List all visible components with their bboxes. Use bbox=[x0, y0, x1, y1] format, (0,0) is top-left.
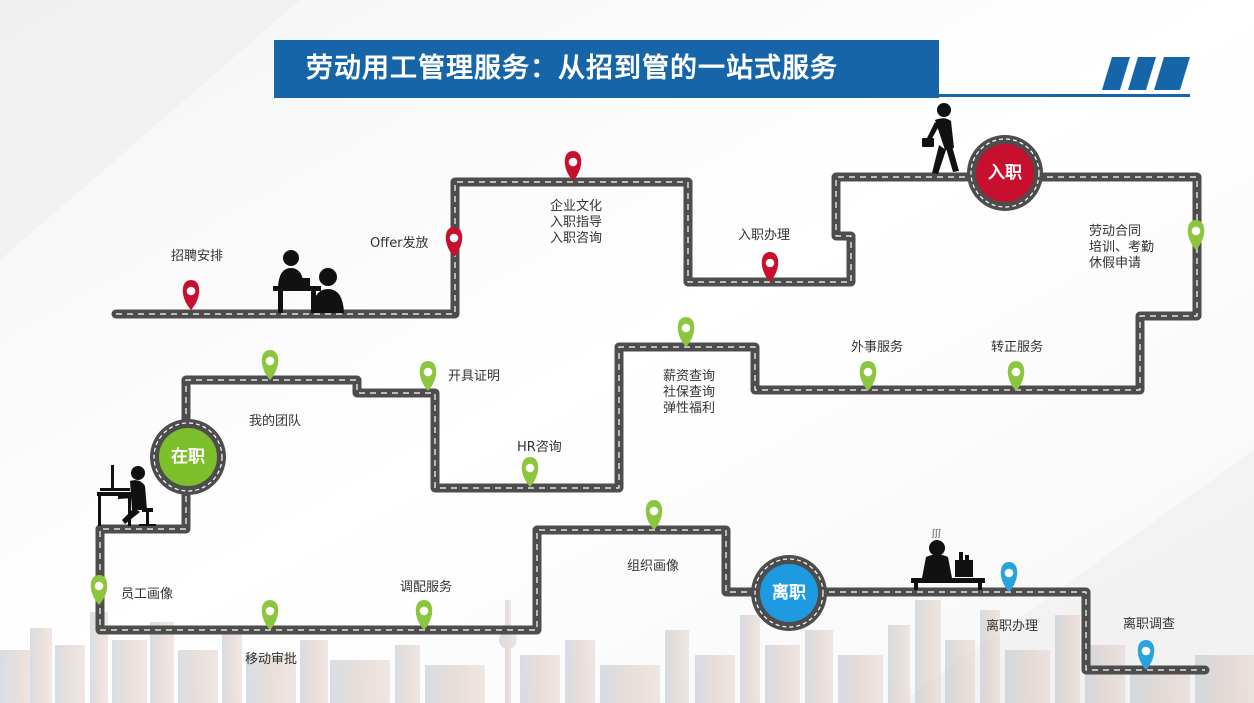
label-recruit: 招聘安排 bbox=[171, 249, 224, 264]
label-regular: 转正服务 bbox=[991, 340, 1044, 355]
badge-onboard bbox=[967, 135, 1043, 211]
label-culture-line: 企业文化 bbox=[549, 199, 602, 214]
label-hr: HR咨询 bbox=[517, 440, 562, 455]
desk-worker-icon bbox=[97, 465, 156, 526]
label-transfer: 调配服务 bbox=[400, 580, 453, 595]
badge-leave bbox=[751, 555, 827, 631]
city-skyline-icon bbox=[0, 600, 1254, 703]
career-road bbox=[95, 172, 1210, 675]
svg-text:ʃʃʃ: ʃʃʃ bbox=[931, 529, 942, 539]
label-leave-proc: 离职办理 bbox=[986, 619, 1039, 634]
page-title: 劳动用工管理服务：从招到管的一站式服务 bbox=[274, 40, 939, 98]
label-culture-line: 入职咨询 bbox=[549, 231, 602, 246]
label-salary: 薪资查询 社保查询 弹性福利 bbox=[649, 369, 729, 417]
interview-people-icon bbox=[273, 250, 344, 313]
label-certificate: 开具证明 bbox=[448, 369, 501, 384]
label-profile: 员工画像 bbox=[121, 587, 174, 602]
label-contract-line: 培训、考勤 bbox=[1089, 240, 1155, 255]
stage-label-onboard: 入职 bbox=[988, 163, 1022, 183]
label-leave-survey: 离职调查 bbox=[1123, 617, 1176, 632]
label-team: 我的团队 bbox=[249, 414, 302, 429]
departing-employee-icon: ʃʃʃ bbox=[911, 529, 985, 590]
label-contract-line: 休假申请 bbox=[1089, 256, 1142, 271]
label-mobile: 移动审批 bbox=[245, 652, 298, 667]
slant-stripes-logo-icon bbox=[1102, 57, 1190, 90]
label-org: 组织画像 bbox=[627, 559, 680, 574]
walking-businessman-icon bbox=[922, 103, 959, 174]
label-culture: 企业文化 入职指导 入职咨询 bbox=[536, 199, 616, 247]
label-offer: Offer发放 bbox=[370, 236, 429, 251]
stage-label-leave: 离职 bbox=[772, 583, 806, 603]
label-contract: 劳动合同 培训、考勤 休假申请 bbox=[1089, 224, 1154, 272]
label-salary-line: 社保查询 bbox=[662, 385, 715, 400]
title-underline bbox=[939, 94, 1190, 97]
stage-label-employed: 在职 bbox=[171, 447, 205, 467]
label-salary-line: 薪资查询 bbox=[662, 369, 715, 384]
label-culture-line: 入职指导 bbox=[549, 215, 602, 230]
badge-employed bbox=[150, 419, 226, 495]
label-contract-line: 劳动合同 bbox=[1089, 224, 1142, 239]
label-salary-line: 弹性福利 bbox=[662, 401, 715, 416]
label-onboard-proc: 入职办理 bbox=[738, 228, 791, 243]
label-foreign: 外事服务 bbox=[851, 340, 904, 355]
